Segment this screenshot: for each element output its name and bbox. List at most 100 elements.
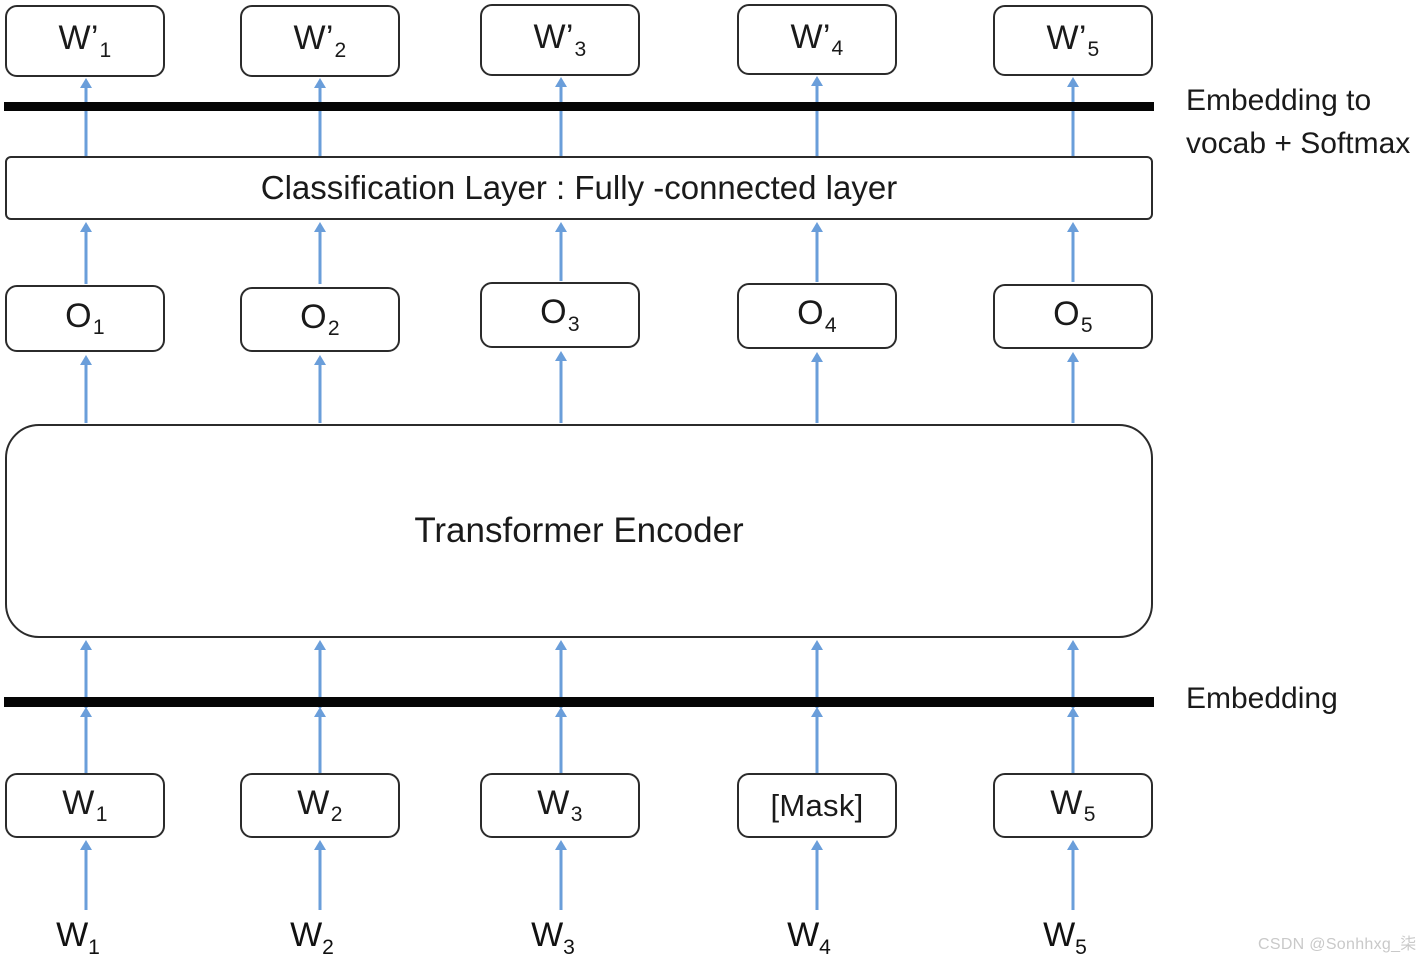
hidden-box-1: O1 [5,285,165,352]
arrowhead-icon [314,78,326,88]
arrow-vocab-to-output-5 [1065,77,1081,156]
arrow-shaft [815,83,819,156]
hidden-box-2-label: O2 [300,297,340,341]
transformer-encoder-box: Transformer Encoder [5,424,1153,638]
arrow-shaft [815,647,819,708]
arrow-encoder-to-o5 [1065,352,1081,423]
output-box-4: W’4 [737,4,897,75]
arrow-vocab-to-output-4 [809,76,825,156]
arrow-input-1-to-embedding [78,707,94,773]
arrow-shaft [559,714,563,773]
arrow-shaft [84,647,88,708]
arrow-shaft [559,229,563,281]
arrowhead-icon [80,707,92,717]
arrow-shaft [1071,847,1075,910]
input-box-1: W1 [5,773,165,838]
arrow-embedding-to-encoder-4 [809,640,825,708]
arrow-shaft [559,847,563,910]
output-box-1: W’1 [5,5,165,77]
arrow-embedding-to-encoder-2 [312,640,328,708]
arrow-input-2-to-embedding [312,707,328,773]
arrow-shaft [318,647,322,708]
arrow-shaft [318,847,322,910]
output-box-1-label: W’1 [58,19,112,62]
output-box-5: W’5 [993,5,1153,76]
arrow-shaft [815,359,819,423]
classification-layer-box: Classification Layer : Fully -connected … [5,156,1153,220]
arrowhead-icon [1067,840,1079,850]
output-box-4-label: W’4 [790,17,844,61]
embedding-to-vocab-bar [4,102,1154,111]
source-word-5: W5 [1043,916,1087,958]
arrow-shaft [84,362,88,423]
output-box-3-label: W’3 [533,18,587,61]
arrowhead-icon [314,707,326,717]
input-box-5-label: W5 [1050,783,1096,827]
arrow-embedding-to-encoder-1 [78,640,94,708]
arrowhead-icon [811,222,823,232]
arrow-shaft [318,229,322,284]
arrow-o3-to-classification [553,222,569,281]
arrow-shaft [318,362,322,423]
arrow-word-3-to-input [553,840,569,910]
arrow-shaft [84,85,88,156]
arrow-shaft [1071,359,1075,423]
embedding-bar [4,697,1154,707]
arrowhead-icon [1067,640,1079,650]
output-box-3: W’3 [480,4,640,76]
arrow-shaft [318,714,322,773]
output-box-2: W’2 [240,5,400,77]
input-box-3: W3 [480,773,640,838]
arrow-shaft [559,84,563,156]
arrowhead-icon [811,640,823,650]
arrow-embedding-to-encoder-3 [553,640,569,708]
arrow-shaft [1071,647,1075,708]
input-box-3-label: W3 [537,783,583,827]
hidden-box-3: O3 [480,282,640,348]
arrowhead-icon [80,222,92,232]
arrowhead-icon [555,77,567,87]
input-box-2: W2 [240,773,400,838]
arrowhead-icon [80,640,92,650]
arrow-shaft [1071,84,1075,156]
arrow-o2-to-classification [312,222,328,284]
input-box-4-mask: [Mask] [737,773,897,838]
arrow-word-4-to-input [809,840,825,910]
arrow-shaft [318,85,322,156]
arrow-encoder-to-o4 [809,352,825,423]
arrow-o1-to-classification [78,222,94,284]
input-box-5: W5 [993,773,1153,838]
arrowhead-icon [811,840,823,850]
arrow-shaft [815,714,819,773]
arrow-shaft [84,714,88,773]
embedding-to-vocab-label: Embedding to vocab + Softmax [1186,84,1411,160]
arrowhead-icon [80,355,92,365]
arrowhead-icon [314,640,326,650]
arrow-input-4-to-embedding [809,707,825,773]
arrowhead-icon [555,640,567,650]
transformer-encoder-label: Transformer Encoder [414,511,744,550]
hidden-box-4: O4 [737,283,897,349]
arrowhead-icon [1067,352,1079,362]
arrowhead-icon [1067,707,1079,717]
arrow-input-5-to-embedding [1065,707,1081,773]
arrowhead-icon [555,351,567,361]
output-box-2-label: W’2 [293,19,347,62]
arrowhead-icon [314,222,326,232]
hidden-box-3-label: O3 [540,293,580,336]
arrow-word-1-to-input [78,840,94,910]
arrowhead-icon [555,222,567,232]
arrow-shaft [1071,714,1075,773]
arrowhead-icon [80,78,92,88]
source-word-2: W2 [290,916,334,958]
input-box-1-label: W1 [62,783,108,827]
classification-layer-label: Classification Layer : Fully -connected … [260,169,898,206]
output-box-5-label: W’5 [1046,18,1100,62]
hidden-box-4-label: O4 [797,294,837,337]
hidden-box-5: O5 [993,284,1153,349]
arrowhead-icon [555,707,567,717]
arrowhead-icon [80,840,92,850]
arrowhead-icon [314,355,326,365]
arrow-shaft [84,847,88,910]
arrowhead-icon [811,352,823,362]
